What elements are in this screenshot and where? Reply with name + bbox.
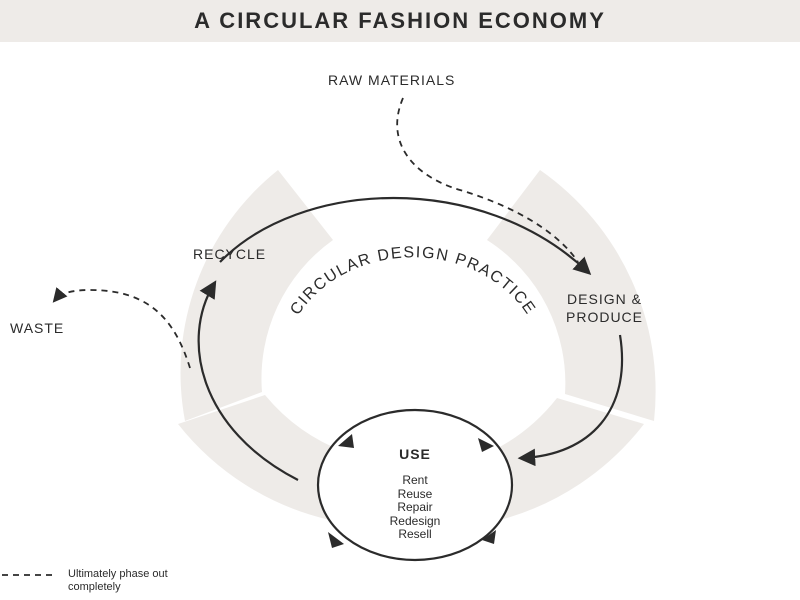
- arrow-recycle-to-design: [219, 196, 592, 276]
- use-arrow-top-left: [338, 434, 354, 448]
- recycle-label: RECYCLE: [193, 246, 267, 262]
- use-item-resell: Resell: [398, 527, 432, 541]
- raw-materials-label: RAW MATERIALS: [328, 72, 456, 88]
- arrow-design-to-use: [517, 334, 624, 467]
- use-arrow-top-right: [478, 438, 494, 452]
- title-bar: A CIRCULAR FASHION ECONOMY: [0, 0, 800, 42]
- design-label-line2: PRODUCE: [566, 309, 644, 325]
- ring-segment-design: [487, 170, 656, 421]
- use-arrow-bottom-left: [328, 532, 344, 548]
- arrow-raw-materials: [396, 97, 579, 263]
- arrow-to-waste: [52, 287, 191, 369]
- use-item-repair: Repair: [397, 500, 433, 514]
- use-title: USE: [399, 446, 431, 462]
- ring-segment-recycle: [180, 170, 333, 421]
- use-circle: [316, 408, 514, 562]
- ring-segment-use-right: [490, 398, 644, 520]
- use-item-redesign: Redesign: [389, 513, 441, 528]
- center-arc-label: CIRCULAR DESIGN PRACTICE: [287, 244, 538, 318]
- use-activities-list: Rent Reuse Repair Redesign Resell: [370, 473, 460, 542]
- page-title: A CIRCULAR FASHION ECONOMY: [194, 8, 606, 33]
- waste-label: WASTE: [10, 320, 65, 336]
- design-label-line1: DESIGN &: [567, 291, 642, 307]
- use-arrow-bottom-right: [482, 530, 496, 544]
- legend-text: Ultimately phase out completely: [68, 568, 168, 593]
- arrow-use-to-recycle: [197, 280, 299, 481]
- use-item-reuse: Reuse: [397, 486, 433, 501]
- use-item-rent: Rent: [402, 473, 428, 487]
- design-produce-label: DESIGN & PRODUCE: [566, 290, 643, 326]
